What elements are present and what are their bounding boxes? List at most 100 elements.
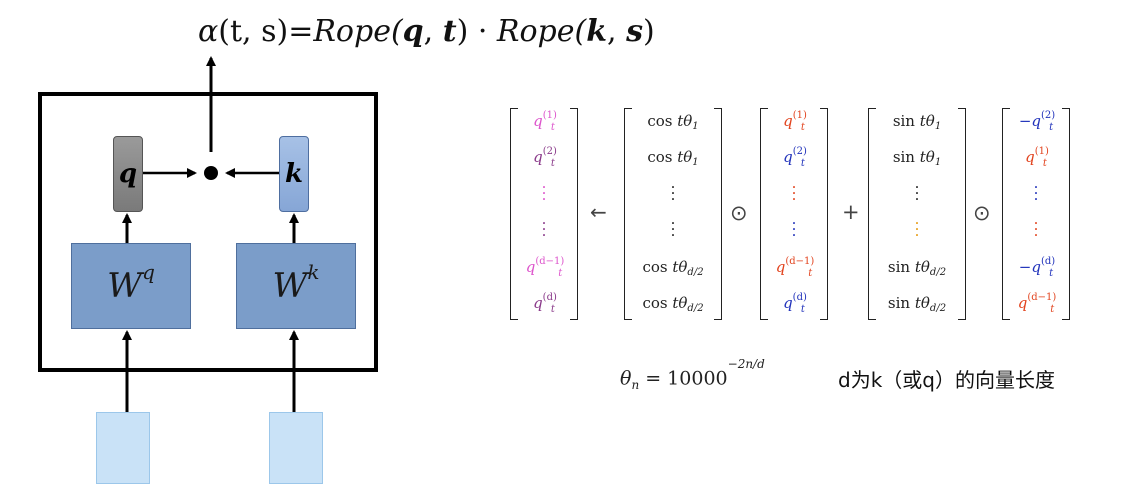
vertical-dot: · [914, 178, 920, 196]
trig-var: t [914, 294, 921, 312]
dimension-note: d为k（或q）的向量长度 [838, 368, 1055, 392]
trig-fn: cos [647, 148, 673, 166]
entry-base: q [783, 112, 793, 130]
vector-entry: q(d−1)t [1017, 292, 1057, 315]
entry-sub: t [550, 304, 555, 315]
entry-base: q [533, 148, 543, 166]
formula-rope-1: Rope( [313, 14, 403, 49]
vertical-dot: · [791, 190, 797, 208]
trig-theta: θ [925, 112, 935, 130]
vertical-dot: · [791, 178, 797, 196]
vertical-dot: · [914, 220, 920, 238]
formula-t: t [442, 14, 457, 49]
vector-entry: q(d−1)t [776, 256, 815, 279]
vertical-dot: · [791, 214, 797, 232]
entry-base: q [525, 258, 536, 276]
entry-index: (d−1) [1027, 292, 1057, 303]
entry-index: (2) [542, 146, 557, 157]
entry-sub: t [1049, 268, 1054, 279]
formula-dot: · [468, 14, 497, 49]
trig-fn: cos [642, 294, 668, 312]
trig-theta: θ [683, 148, 693, 166]
formula-rope-2: Rope( [496, 14, 587, 49]
vertical-dot: · [670, 214, 676, 232]
trig-var: t [914, 258, 921, 276]
vertical-dot: · [670, 220, 676, 238]
entry-index: (d) [1040, 256, 1056, 267]
formula-args: (t, s)= [218, 14, 314, 49]
matrix-cell: q(1)t [760, 110, 828, 133]
vertical-dot: · [541, 220, 547, 238]
input-token-left [96, 412, 150, 484]
formula-k: k [586, 14, 608, 49]
matrix-cell: sin tθ1 [868, 112, 966, 132]
trig-theta: θ [925, 148, 935, 166]
entry-index: (1) [542, 110, 557, 121]
matrix-cell: ··· [760, 214, 828, 243]
entry-index: (d−1) [785, 256, 815, 267]
matrix-cell: q(2)t [510, 146, 578, 169]
vertical-dot: · [914, 226, 920, 244]
entry-index: (d) [792, 292, 807, 303]
entry-index: (1) [1034, 146, 1049, 157]
entry-sub: t [1049, 122, 1054, 133]
trig-sub: d/2 [687, 267, 704, 278]
matrix-cell: ··· [624, 180, 722, 207]
trig-theta: θ [920, 258, 930, 276]
trig-var: t [672, 258, 679, 276]
trig-var: t [672, 294, 679, 312]
vertical-dot: · [791, 184, 797, 202]
vector-entry: q(1)t [783, 110, 807, 133]
theta-definition: θn = 10000−2n/d [620, 357, 765, 393]
trig-theta: θ [678, 258, 688, 276]
matrix-cell: ··· [1002, 216, 1070, 243]
matrix-cell: ··· [1002, 180, 1070, 208]
vector-entry: −q(d)t [1018, 256, 1056, 279]
matrix-cell: cos tθd/2 [624, 258, 722, 278]
input-token-right [269, 412, 323, 484]
matrix-cell: q(d)t [760, 292, 828, 315]
entry-index: (d) [542, 292, 557, 303]
matrix-cell: cos tθ1 [624, 148, 722, 168]
vertical-dot: · [541, 178, 547, 196]
trig-sub: d/2 [687, 303, 704, 314]
trig-theta: θ [920, 294, 930, 312]
vertical-dot: · [1033, 190, 1039, 208]
matrix-cell: ··· [510, 178, 578, 207]
matrix-cell: q(d)t [510, 292, 578, 315]
matrix-cell: cos tθd/2 [624, 294, 722, 314]
entry-sub: t [800, 158, 805, 169]
trig-var: t [919, 148, 926, 166]
entry-base: q [783, 148, 793, 166]
trig-fn: sin [892, 148, 915, 166]
trig-var: t [677, 148, 684, 166]
matrix-cell: sin tθd/2 [868, 258, 966, 278]
entry-index: (2) [1040, 110, 1056, 121]
vector-entry: q(1)t [1025, 146, 1049, 169]
attention-block-frame [38, 92, 378, 372]
entry-base: q [533, 294, 543, 312]
plus-operator: + [842, 200, 860, 224]
formula-q: q [402, 14, 424, 49]
entry-base: q [1025, 148, 1035, 166]
entry-index: (2) [792, 146, 807, 157]
trig-sub: 1 [692, 157, 699, 168]
entry-base: −q [1018, 258, 1041, 276]
vector-entry: q(2)t [783, 146, 807, 169]
diagram-arrows [122, 56, 299, 412]
entry-index: (1) [792, 110, 807, 121]
matrix-cell: sin tθd/2 [868, 294, 966, 314]
trig-sub: d/2 [929, 267, 947, 278]
trig-theta: θ [678, 294, 688, 312]
entry-sub: t [558, 268, 563, 279]
entry-base: q [1017, 294, 1028, 312]
vector-entry: −q(2)t [1019, 110, 1056, 133]
entry-sub: t [1042, 158, 1047, 169]
entry-sub: t [808, 268, 813, 279]
vertical-dot: · [670, 226, 676, 244]
matrix-cell: ··· [760, 178, 828, 208]
matrix-cell: q(d−1)t [760, 256, 828, 279]
vertical-dot: · [914, 214, 920, 232]
